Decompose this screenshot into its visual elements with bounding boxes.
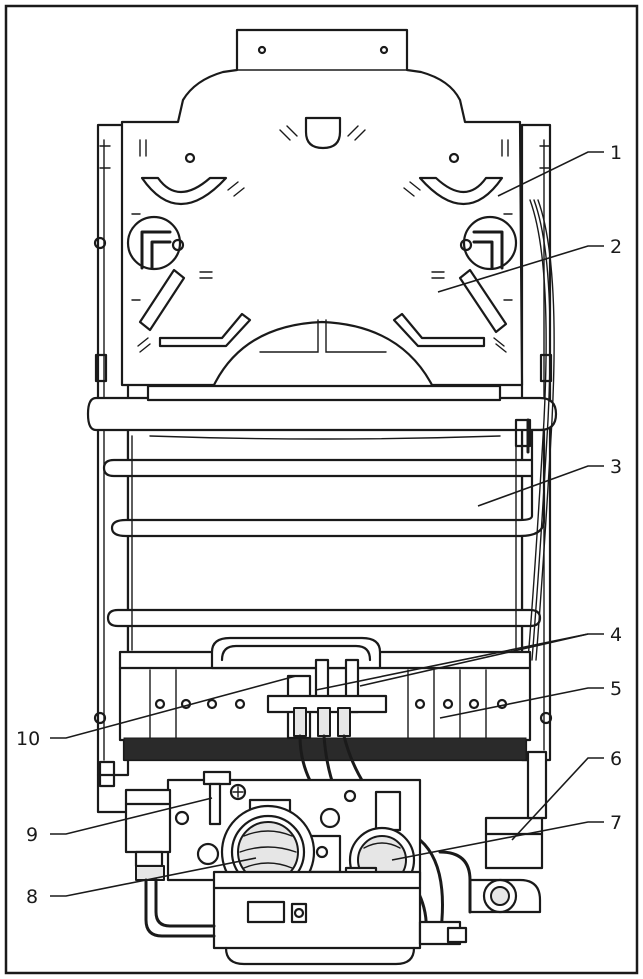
leader-10 [50,675,297,739]
control-unit [144,870,468,966]
wiring-harness [527,199,555,661]
leader-5 [439,687,604,719]
heat-shield-plate [120,28,524,387]
callout-6: 6 [610,748,622,770]
hot-water-outlet [438,750,548,914]
callout-3: 3 [610,456,622,478]
callout-7: 7 [610,812,622,834]
callout-5: 5 [610,678,622,700]
heat-exchanger [86,384,558,657]
callout-labels: 1 2 3 4 5 6 7 8 9 10 [16,142,622,908]
leader-6 [511,757,604,841]
leader-lines [50,151,604,897]
callout-4: 4 [610,624,622,646]
callout-10: 10 [16,728,40,750]
leader-4b [315,633,589,691]
callout-2: 2 [610,236,622,258]
leader-3 [477,465,604,507]
callout-9: 9 [26,824,38,846]
callout-1: 1 [610,142,622,164]
leader-2 [437,245,604,293]
callout-8: 8 [26,886,38,908]
leader-1 [497,151,604,197]
outer-frame [4,4,639,975]
leader-8 [50,857,257,897]
leader-7 [391,821,604,861]
leader-9 [50,797,213,835]
